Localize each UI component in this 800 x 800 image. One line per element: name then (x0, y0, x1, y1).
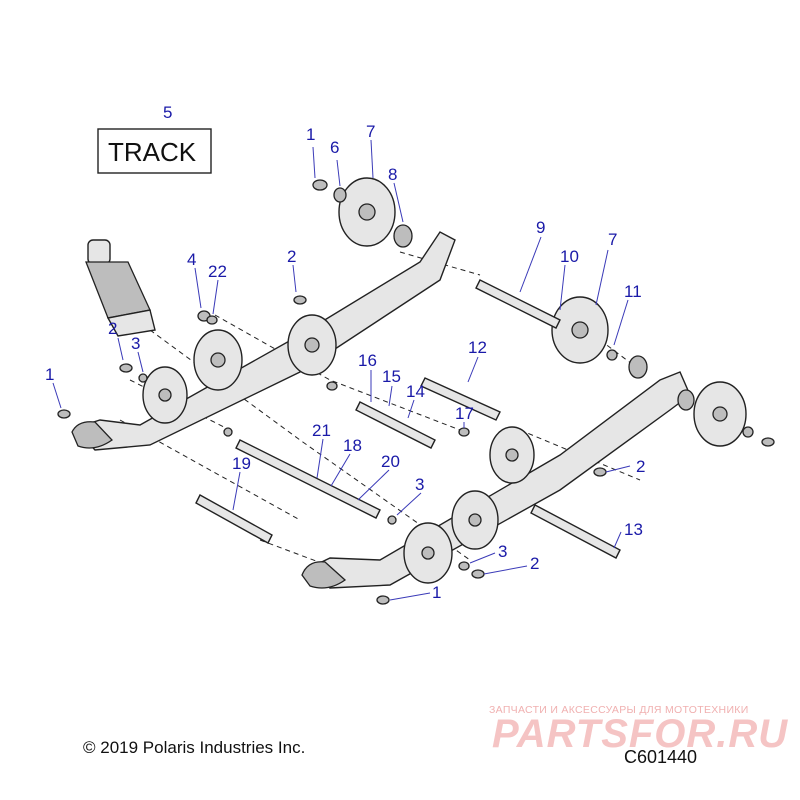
callout-1: 1 (306, 125, 315, 144)
callout-8: 8 (388, 165, 397, 184)
callout-17: 17 (455, 404, 474, 423)
callout-18: 18 (343, 436, 362, 455)
callout-3: 3 (498, 542, 507, 561)
shafts (195, 279, 621, 559)
wheel-far-right (693, 381, 747, 447)
leader-lines (52, 139, 631, 601)
watermark-tagline: ЗАПЧАСТИ И АКСЕССУАРЫ ДЛЯ МОТОТЕХНИКИ (489, 704, 749, 716)
right-rail (301, 371, 691, 589)
diagram-code: C601440 (624, 747, 698, 767)
shock-absorber (85, 239, 156, 337)
callout-20: 20 (381, 452, 400, 471)
callout-21: 21 (312, 421, 331, 440)
callout-19: 19 (232, 454, 251, 473)
callout-2: 2 (108, 319, 117, 338)
wheel-left-rear (287, 314, 337, 376)
callout-6: 6 (330, 138, 339, 157)
callout-12: 12 (468, 338, 487, 357)
wheel-left-front (142, 366, 188, 424)
callout-2: 2 (636, 457, 645, 476)
callout-9: 9 (536, 218, 545, 237)
left-rail (71, 231, 456, 451)
callout-11: 11 (624, 282, 642, 301)
wheel-left-mid (193, 329, 243, 391)
callout-14: 14 (406, 382, 425, 401)
wheel-upper-right (551, 296, 609, 364)
callout-15: 15 (382, 367, 401, 386)
callouts: 5 1 6 7 8 9 10 7 11 4 22 2 2 3 1 12 16 1… (45, 103, 645, 602)
wheel-upper-left (338, 177, 396, 247)
callout-7: 7 (366, 122, 375, 141)
callout-1: 1 (45, 365, 54, 384)
callout-16: 16 (358, 351, 377, 370)
callout-3: 3 (131, 334, 140, 353)
callout-13: 13 (624, 520, 643, 539)
wheel-right-rear (489, 426, 535, 484)
callout-10: 10 (560, 247, 579, 266)
callout-5: 5 (163, 103, 172, 122)
wheel-right-front (403, 522, 453, 584)
copyright-text: © 2019 Polaris Industries Inc. (83, 738, 306, 757)
watermark-brand: PARTSFOR.RU (492, 712, 789, 756)
callout-22: 22 (208, 262, 227, 281)
callout-2: 2 (530, 554, 539, 573)
callout-3: 3 (415, 475, 424, 494)
callout-2: 2 (287, 247, 296, 266)
callout-1: 1 (432, 583, 441, 602)
track-label-box (97, 128, 212, 174)
track-label: TRACK (108, 137, 197, 167)
callout-7: 7 (608, 230, 617, 249)
wheel-right-mid (451, 490, 499, 550)
callout-4: 4 (187, 250, 196, 269)
